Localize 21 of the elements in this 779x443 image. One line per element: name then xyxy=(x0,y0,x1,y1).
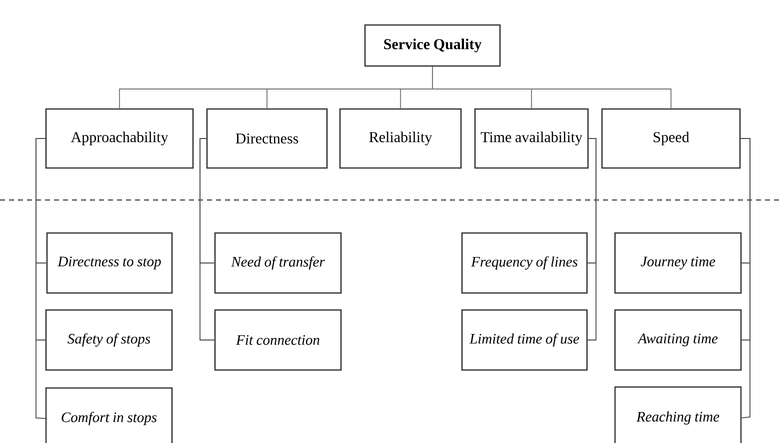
category-box: Time availability xyxy=(474,108,589,169)
criterion-box: Reaching time xyxy=(614,386,742,443)
category-box: Speed xyxy=(601,108,741,169)
category-box: Approachability xyxy=(45,108,194,169)
criterion-box: Journey time xyxy=(614,232,742,294)
category-box: Directness xyxy=(206,108,328,169)
criterion-box: Safety of stops xyxy=(45,309,173,371)
root-box: Service Quality xyxy=(364,24,501,67)
connector-line xyxy=(740,138,750,418)
criterion-box: Fit connection xyxy=(214,309,342,371)
category-box: Reliability xyxy=(339,108,462,169)
criterion-box: Comfort in stops xyxy=(45,387,173,443)
connector-line xyxy=(432,66,672,109)
connector-line xyxy=(36,138,46,419)
criterion-box: Awaiting time xyxy=(614,309,742,371)
criterion-box: Directness to stop xyxy=(46,232,173,294)
criterion-box: Frequency of lines xyxy=(461,232,588,294)
criterion-box: Limited time of use xyxy=(461,309,588,371)
criterion-box: Need of transfer xyxy=(214,232,342,294)
connector-line xyxy=(587,138,596,340)
connector-line xyxy=(200,138,215,340)
